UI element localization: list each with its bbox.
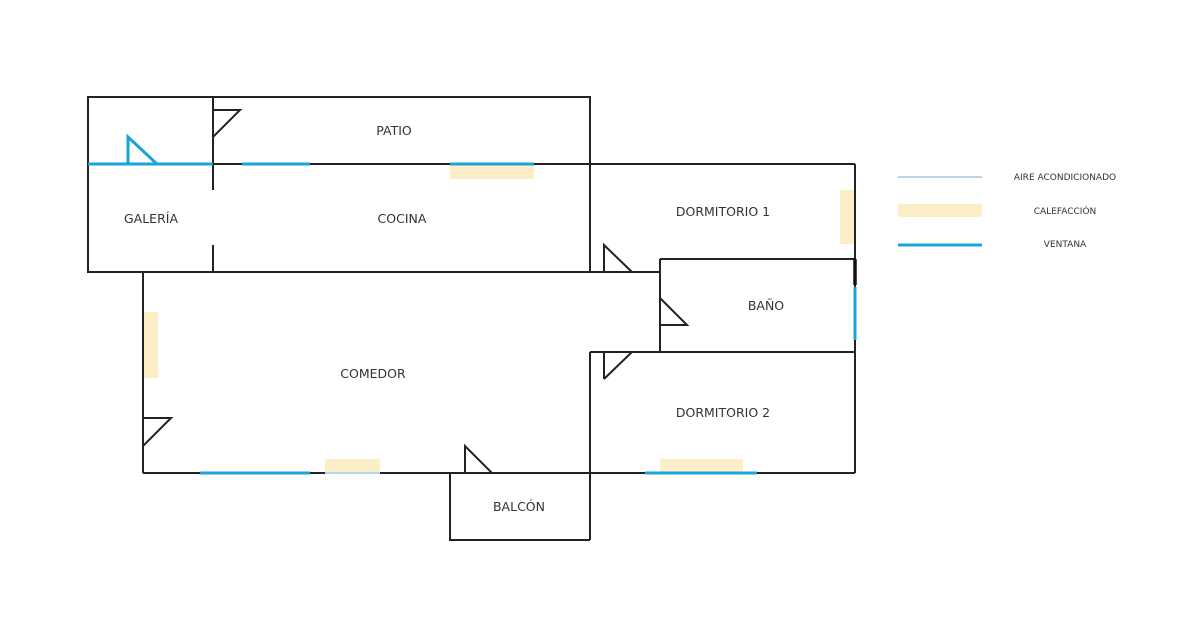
- wall-balcon: [449, 473, 590, 541]
- door-dormitorio2: [603, 351, 635, 380]
- room-label-dormitorio1: DORMITORIO 1: [676, 204, 770, 219]
- room-label-dormitorio2: DORMITORIO 2: [676, 405, 770, 420]
- legend-swatch-heating: [898, 204, 982, 217]
- windows: [88, 162, 857, 475]
- heating-cocina: [450, 165, 534, 179]
- wall-north-block: [87, 96, 591, 273]
- heating-dormitorio1: [840, 190, 854, 244]
- door-comedor: [142, 417, 174, 447]
- legend-label-window: VENTANA: [1044, 240, 1087, 250]
- heating-comedor-left: [144, 312, 158, 378]
- legend: AIRE ACONDICIONADO CALEFACCIÓN VENTANA: [898, 173, 1116, 250]
- room-label-galeria: GALERÍA: [124, 211, 178, 226]
- room-label-cocina: COCINA: [378, 211, 427, 226]
- door-galeria: [126, 133, 159, 166]
- door-bano: [659, 297, 690, 326]
- door-patio: [212, 109, 243, 138]
- doors: [126, 109, 690, 474]
- legend-label-ac: AIRE ACONDICIONADO: [1014, 173, 1116, 183]
- heating-marks: [144, 165, 854, 472]
- room-label-comedor: COMEDOR: [340, 366, 406, 381]
- room-label-balcon: BALCÓN: [493, 499, 545, 514]
- door-balcon: [464, 443, 493, 474]
- door-dormitorio1: [603, 242, 633, 273]
- room-label-bano: BAÑO: [748, 298, 784, 313]
- room-label-patio: PATIO: [376, 123, 412, 138]
- heating-dormitorio2: [660, 459, 743, 472]
- legend-label-heating: CALEFACCIÓN: [1034, 205, 1097, 217]
- heating-comedor-bottom: [325, 459, 380, 472]
